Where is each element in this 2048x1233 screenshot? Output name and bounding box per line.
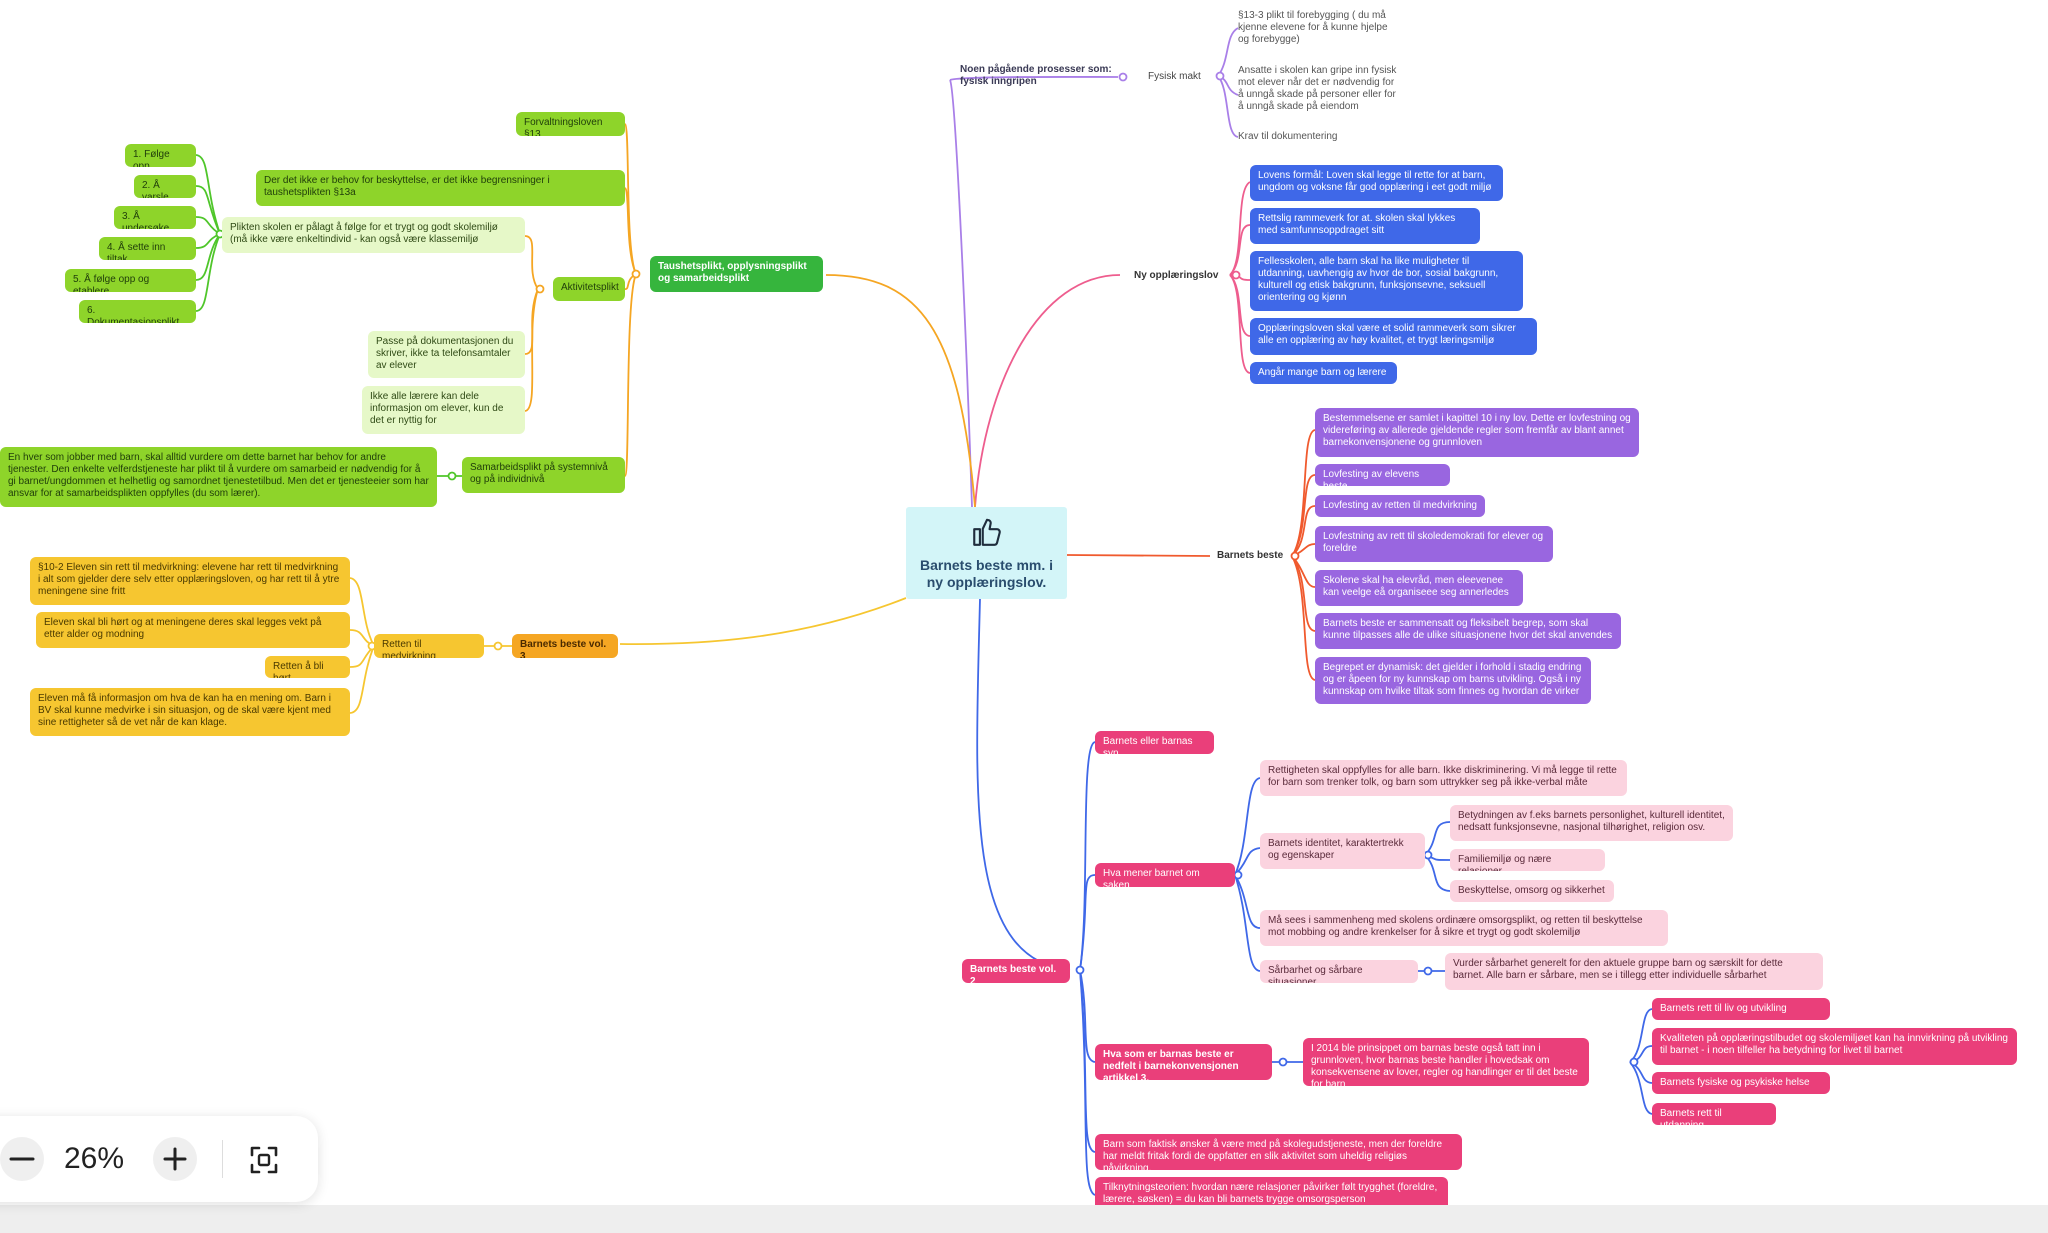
branch-taushet-label[interactable]: Taushetsplikt, opplysningsplikt og samar…: [650, 256, 823, 292]
ny-lov-item-1[interactable]: Lovens formål: Loven skal legge til rett…: [1250, 165, 1503, 201]
aktivitet-ikke-alle[interactable]: Ikke alle lærere kan dele informasjon om…: [362, 386, 525, 434]
step-4[interactable]: 4. Å sette inn tiltak: [99, 237, 196, 260]
branch-vol2-label[interactable]: Barnets beste vol. 2: [962, 959, 1070, 983]
taushet-samarbeid[interactable]: Samarbeidsplikt på systemnivå og på indi…: [462, 457, 625, 493]
step-6[interactable]: 6. Dokumentasjonsplikt: [79, 300, 196, 323]
identitet-item-2[interactable]: Familiemiljø og nære relasjoner: [1450, 849, 1605, 871]
step-2[interactable]: 2. Å varsle: [134, 175, 196, 198]
step-1[interactable]: 1. Følge opp: [125, 144, 196, 167]
fit-screen-icon: [250, 1146, 278, 1174]
fysisk-item-3[interactable]: Krav til dokumentering: [1238, 131, 1338, 142]
identitet-item-1[interactable]: Betydningen av f.eks barnets personlighe…: [1450, 805, 1733, 841]
zoom-in-button[interactable]: [153, 1137, 197, 1181]
branch-barnets-beste-label[interactable]: Barnets beste: [1217, 550, 1284, 561]
grunnlov-item-3[interactable]: Barnets fysiske og psykiske helse: [1652, 1072, 1830, 1094]
vol2-mener[interactable]: Hva mener barnet om saken: [1095, 863, 1235, 887]
fysisk-item-1[interactable]: §13-3 plikt til forebygging ( du må kjen…: [1238, 10, 1388, 45]
fit-to-screen-button[interactable]: [242, 1138, 286, 1182]
ny-lov-item-5[interactable]: Angår mange barn og lærere: [1250, 362, 1397, 384]
bottom-bar: [0, 1205, 2048, 1233]
taushet-aktivitetsplikt[interactable]: Aktivitetsplikt: [553, 277, 625, 301]
taushet-beskyttelse[interactable]: Der det ikke er behov for beskyttelse, e…: [256, 170, 625, 206]
vol2-syn[interactable]: Barnets eller barnas syn: [1095, 731, 1214, 754]
central-topic[interactable]: Barnets beste mm. i ny opplæringslov.: [906, 507, 1067, 599]
barnets-beste-item-6[interactable]: Barnets beste er sammensatt og fleksibel…: [1315, 613, 1621, 649]
branch-ny-lov-label[interactable]: Ny opplæringslov: [1134, 270, 1219, 281]
thumbs-up-icon: [973, 518, 1001, 546]
sarbarhet-item[interactable]: Vurder sårbarhet generelt for den aktuel…: [1445, 953, 1823, 990]
zoom-level: 26%: [64, 1142, 125, 1175]
mener-omsorg[interactable]: Må sees i sammenheng med skolens ordinær…: [1260, 910, 1668, 946]
barnets-beste-item-7[interactable]: Begrepet er dynamisk: det gjelder i forh…: [1315, 657, 1591, 704]
step-5[interactable]: 5. Å følge opp og etablere: [65, 269, 196, 292]
ny-lov-item-3[interactable]: Fellesskolen, alle barn skal ha like mul…: [1250, 251, 1523, 311]
vol3-item-1[interactable]: §10-2 Eleven sin rett til medvirkning: e…: [30, 557, 350, 605]
barnets-beste-item-2[interactable]: Lovfesting av elevens beste: [1315, 464, 1450, 486]
ny-lov-item-2[interactable]: Rettslig rammeverk for at. skolen skal l…: [1250, 208, 1480, 244]
mener-identitet[interactable]: Barnets identitet, karaktertrekk og egen…: [1260, 833, 1425, 869]
aktivitet-plikten[interactable]: Plikten skolen er pålagt å følge for et …: [222, 217, 525, 253]
vol3-item-4[interactable]: Eleven må få informasjon om hva de kan h…: [30, 688, 350, 736]
barnets-beste-item-1[interactable]: Bestemmelsene er samlet i kapittel 10 i …: [1315, 408, 1639, 457]
grunnlov-item-4[interactable]: Barnets rett til utdanning: [1652, 1103, 1776, 1125]
vol2-konvensjon[interactable]: Hva som er barnas beste er nedfelt i bar…: [1095, 1044, 1272, 1080]
grunnlov-item-2[interactable]: Kvaliteten på opplæringstilbudet og skol…: [1652, 1028, 2017, 1065]
vol3-item-2[interactable]: Eleven skal bli hørt og at meningene der…: [36, 612, 350, 648]
vol2-grunnlov[interactable]: I 2014 ble prinsippet om barnas beste og…: [1303, 1038, 1589, 1086]
barnets-beste-item-5[interactable]: Skolene skal ha elevråd, men eleevenee k…: [1315, 570, 1523, 606]
zoom-out-button[interactable]: [0, 1137, 44, 1181]
identitet-item-3[interactable]: Beskyttelse, omsorg og sikkerhet: [1450, 880, 1614, 902]
branch-vol3-label[interactable]: Barnets beste vol. 3: [512, 634, 618, 658]
barnets-beste-item-3[interactable]: Lovfesting av retten til medvirkning: [1315, 495, 1485, 517]
minus-icon: [9, 1157, 35, 1161]
step-3[interactable]: 3. Å undersøke: [114, 206, 196, 229]
grunnlov-item-1[interactable]: Barnets rett til liv og utvikling: [1652, 998, 1830, 1020]
central-topic-title: Barnets beste mm. i ny opplæringslov.: [919, 557, 1054, 590]
vol3-medvirkning[interactable]: Retten til medvirkning: [374, 634, 484, 658]
mener-sarbarhet[interactable]: Sårbarhet og sårbare situasjoner: [1260, 960, 1418, 983]
vol3-item-3[interactable]: Retten å bli hørt: [265, 656, 350, 678]
fysisk-item-2[interactable]: Ansatte i skolen kan gripe inn fysisk mo…: [1238, 65, 1397, 112]
zoom-divider: [222, 1140, 223, 1178]
zoom-controls: 26%: [0, 1116, 318, 1202]
taushet-forvaltning[interactable]: Forvaltningsloven §13: [516, 112, 625, 136]
branch-fysisk-label[interactable]: Noen pågående prosesser som: fysisk inng…: [960, 64, 1112, 87]
fysisk-makt-label[interactable]: Fysisk makt: [1148, 71, 1201, 82]
plus-icon: [163, 1147, 187, 1171]
barnets-beste-item-4[interactable]: Lovfestning av rett til skoledemokrati f…: [1315, 526, 1553, 562]
vol2-fritak[interactable]: Barn som faktisk ønsker å være med på sk…: [1095, 1134, 1462, 1170]
samarbeid-text[interactable]: En hver som jobber med barn, skal alltid…: [0, 447, 437, 507]
mener-rettighet[interactable]: Rettigheten skal oppfylles for alle barn…: [1260, 760, 1627, 796]
ny-lov-item-4[interactable]: Opplæringsloven skal være et solid ramme…: [1250, 318, 1537, 355]
aktivitet-dokumentasjon[interactable]: Passe på dokumentasjonen du skriver, ikk…: [368, 331, 525, 378]
